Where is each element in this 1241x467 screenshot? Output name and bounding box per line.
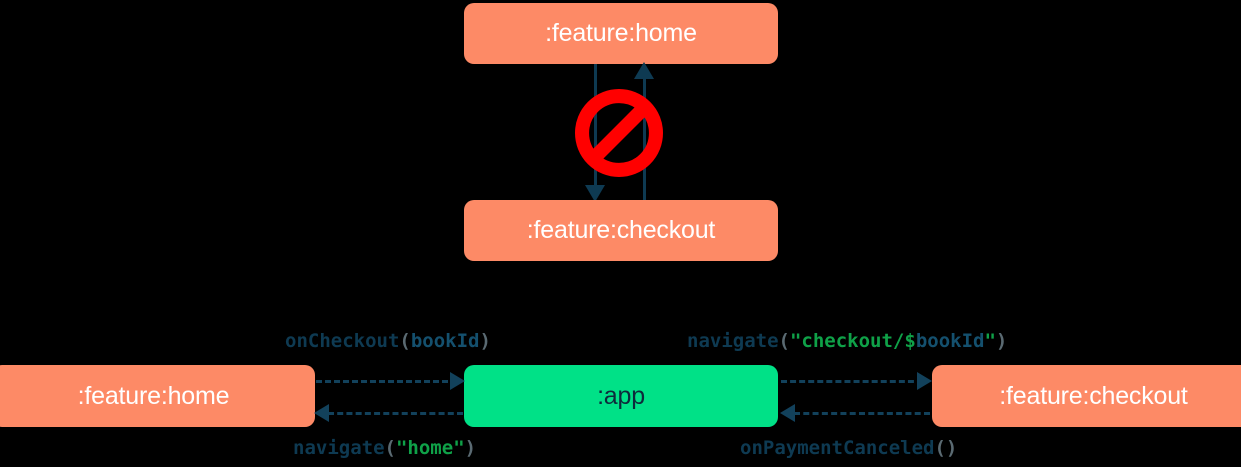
edge-label-close-paren: ) [464, 437, 477, 459]
edge-label-arg: bookId [410, 330, 480, 352]
edge-checkout-to-app-arrowhead [780, 404, 795, 422]
edge-label-open-paren: ( [934, 437, 946, 459]
edge-label-dollar: $ [904, 330, 916, 352]
edge-app-to-checkout-line [781, 380, 923, 383]
node-feature-checkout-top: :feature:checkout [464, 200, 778, 261]
edge-label-fn: onPaymentCanceled [740, 437, 935, 459]
edge-label-fn: onCheckout [285, 330, 400, 352]
edge-app-to-home-line [328, 412, 463, 415]
edge-home-to-checkout-line [594, 64, 597, 188]
edge-label-string-start: " [395, 437, 408, 459]
edge-label-on-payment-canceled: onPaymentCanceled() [740, 437, 957, 459]
edge-checkout-to-home-arrowhead [634, 62, 654, 79]
edge-label-arg: bookId [915, 330, 985, 352]
edge-label-open-paren: ( [778, 330, 790, 352]
edge-label-navigate-checkout: navigate("checkout/$bookId") [687, 330, 1007, 352]
edge-label-close-paren: ) [479, 330, 491, 352]
edge-label-open-paren: ( [384, 437, 396, 459]
edge-label-string: home [407, 437, 454, 459]
edge-app-to-checkout-arrowhead [917, 372, 932, 390]
edge-label-close-paren: ) [995, 330, 1008, 352]
edge-checkout-to-home-line [643, 76, 646, 201]
edge-home-to-app-arrowhead [450, 372, 465, 390]
edge-label-close-paren: ) [945, 437, 958, 459]
edge-label-on-checkout: onCheckout(bookId) [285, 330, 491, 352]
edge-label-navigate-home: navigate("home") [293, 437, 476, 459]
edge-label-fn: navigate [293, 437, 385, 459]
node-app: :app [464, 365, 778, 427]
edge-label-open-paren: ( [399, 330, 411, 352]
edge-label-string-end: " [453, 437, 465, 459]
prohibited-icon [575, 89, 663, 177]
edge-app-to-home-arrowhead [314, 404, 329, 422]
edge-home-to-checkout-arrowhead [585, 185, 605, 202]
edge-label-string-start: "checkout/ [789, 330, 905, 352]
edge-home-to-app-line [316, 380, 457, 383]
node-feature-home-top: :feature:home [464, 3, 778, 64]
node-feature-home-bottom: :feature:home [0, 365, 315, 427]
node-feature-checkout-bottom: :feature:checkout [932, 365, 1241, 427]
edge-label-string-end: " [984, 330, 996, 352]
edge-checkout-to-app-line [794, 412, 930, 415]
edge-label-fn: navigate [687, 330, 779, 352]
